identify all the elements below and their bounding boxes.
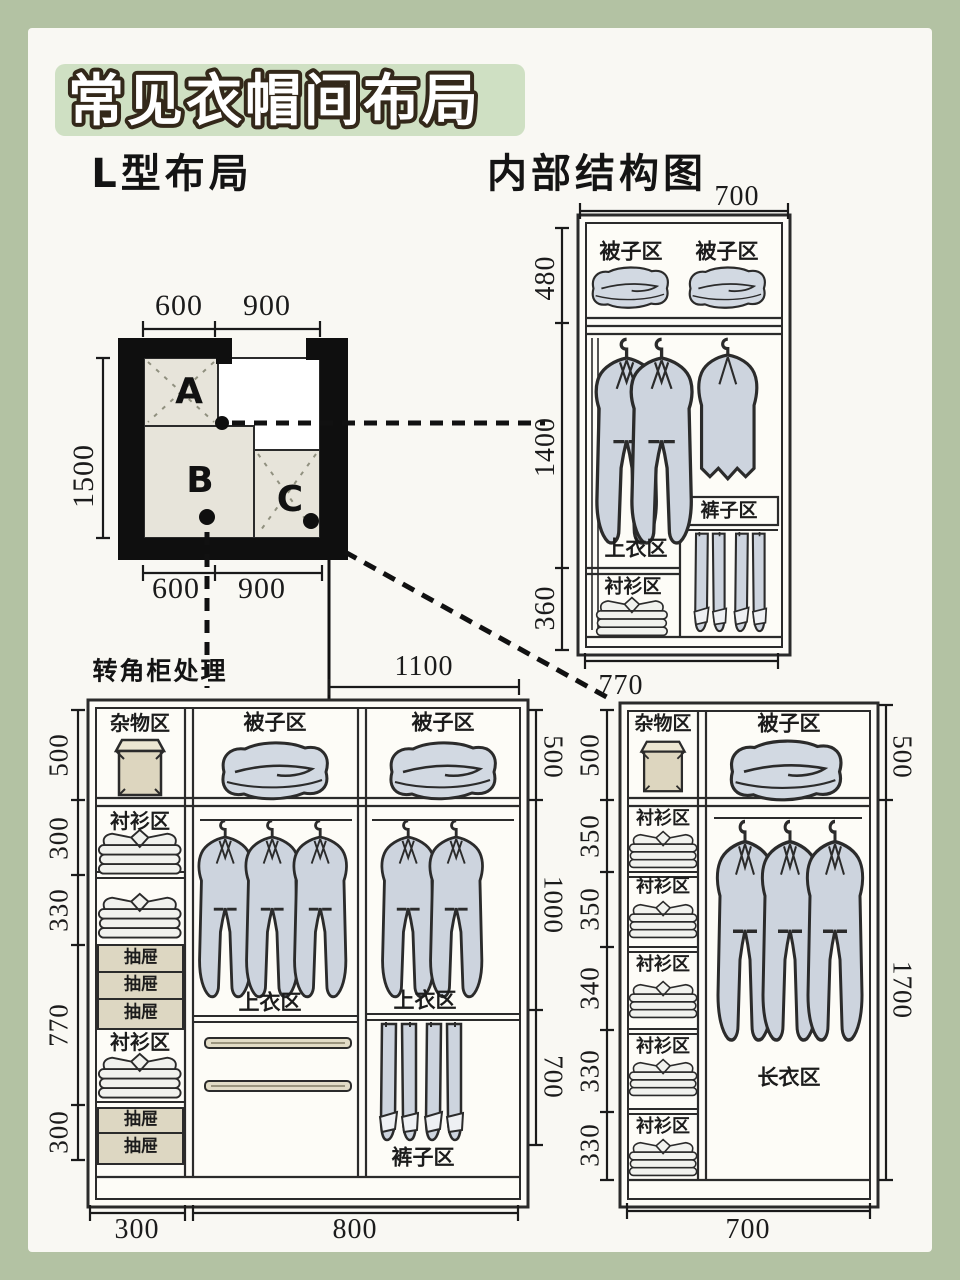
zone-c-label: C [276, 479, 304, 520]
zone-c-dot [303, 513, 319, 529]
title-banner: 常见衣帽间布局 [55, 64, 525, 138]
quilt-icon [389, 741, 497, 801]
label-shirt-zone: 衬衫区 [604, 575, 662, 598]
right-dim-left-350a: 350 [574, 814, 605, 858]
quilt-icon [221, 741, 329, 801]
shirt-stack-icon [595, 596, 668, 637]
zone-b-dot [199, 509, 215, 525]
corner-dim-left-300: 300 [43, 816, 74, 860]
shirt-stack-icon [628, 900, 698, 939]
label-shirt-zone: 衬衫区 [636, 876, 690, 897]
plan-dim-left-1500: 1500 [67, 444, 100, 508]
shirt-stack-icon [628, 1138, 698, 1177]
label-pants-zone: 裤子区 [700, 499, 758, 522]
right-dim-bottom-700: 700 [725, 1214, 771, 1245]
corner-dim-left-500: 500 [43, 733, 74, 777]
corner-dim-bottom-800: 800 [332, 1214, 378, 1245]
shirt-stack-icon [628, 1058, 698, 1097]
label-misc-zone: 杂物区 [110, 711, 170, 735]
label-drawer: 抽屉 [124, 974, 158, 995]
hatch-lines [147, 361, 317, 535]
right-dim-left-330a: 330 [574, 1049, 605, 1093]
pullout-rail-icon [204, 1080, 352, 1092]
right-dim-left-340: 340 [574, 966, 605, 1010]
label-drawer: 抽屉 [124, 1109, 158, 1130]
plan-walls [118, 338, 348, 560]
cabinet-internal-drawing [555, 203, 792, 669]
label-quilt-zone: 被子区 [243, 710, 307, 735]
internal-dim-top: 700 [714, 181, 760, 212]
label-shirt-zone: 衬衫区 [636, 1036, 690, 1057]
shirt-stack-icon [97, 892, 182, 939]
plan-dim-bottom-900: 900 [238, 572, 286, 605]
quilt-icon [729, 739, 843, 802]
corner-dim-left-770: 770 [43, 1003, 74, 1047]
label-quilt-zone: 被子区 [599, 239, 663, 264]
right-dim-right-1700: 1700 [887, 961, 918, 1019]
corner-dim-bottom-300: 300 [114, 1214, 160, 1245]
shirt-stack-icon [628, 830, 698, 869]
plan-dim-top-900: 900 [243, 289, 291, 322]
label-drawer: 抽屉 [124, 1136, 158, 1157]
internal-dim-lines [555, 203, 790, 669]
shirt-stack-icon [97, 1052, 182, 1099]
heading-l-layout: L型布局 [91, 151, 253, 197]
corner-dim-lines [71, 679, 543, 1221]
pullout-rail-icon [204, 1037, 352, 1049]
heading-corner-cabinet: 转角柜处理 [92, 656, 228, 686]
floor-plan-drawing [96, 321, 348, 581]
shirt-stack-icon [628, 980, 698, 1019]
corner-dim-left-300b: 300 [43, 1110, 74, 1154]
connector-lines [204, 420, 614, 703]
internal-dim-360: 360 [530, 585, 561, 631]
zone-a-dot [215, 416, 229, 430]
corner-dim-right-1000: 1000 [538, 876, 569, 934]
right-dim-left-330b: 330 [574, 1123, 605, 1167]
label-quilt-zone: 被子区 [695, 239, 759, 264]
label-pants-zone: 裤子区 [391, 1145, 455, 1170]
plan-dim-bottom-600: 600 [152, 572, 200, 605]
quilt-icon [688, 266, 766, 309]
label-quilt-zone: 被子区 [757, 711, 821, 736]
label-shirt-zone: 衬衫区 [636, 808, 690, 829]
label-tops-zone: 上衣区 [604, 536, 668, 561]
label-shirt-zone: 衬衫区 [110, 809, 170, 833]
drawer-fronts [97, 944, 184, 1165]
plan-dim-lines [96, 321, 324, 581]
right-dim-left-350b: 350 [574, 887, 605, 931]
right-dim-lines [600, 703, 893, 1219]
label-shirt-zone: 衬衫区 [636, 1116, 690, 1137]
label-tops-zone: 上衣区 [238, 990, 302, 1015]
label-tops-zone: 上衣区 [393, 988, 457, 1013]
corner-dim-left-330: 330 [43, 888, 74, 932]
label-quilt-zone: 被子区 [411, 710, 475, 735]
label-drawer: 抽屉 [124, 947, 158, 968]
cabinet-corner-drawing [71, 679, 543, 1221]
corner-dim-right-500: 500 [538, 735, 569, 779]
shirt-stack-icon [97, 828, 182, 875]
right-dim-right-500: 500 [887, 735, 918, 779]
label-misc-zone: 杂物区 [634, 712, 692, 735]
label-shirt-zone: 衬衫区 [636, 954, 690, 975]
corner-dim-top: 1100 [394, 651, 454, 682]
storage-box-icon [114, 738, 166, 797]
cabinet-right-drawing [600, 701, 893, 1219]
internal-dim-bottom: 770 [598, 670, 644, 701]
zone-b-label: B [186, 460, 214, 501]
label-long-clothes-zone: 长衣区 [757, 1065, 821, 1090]
storage-box-icon [640, 740, 686, 793]
right-dim-left-500: 500 [574, 733, 605, 777]
label-shirt-zone: 衬衫区 [110, 1030, 170, 1054]
label-drawer: 抽屉 [124, 1002, 158, 1023]
zone-a-label: A [175, 371, 203, 412]
internal-dim-1400: 1400 [530, 417, 561, 477]
plan-dim-top-600: 600 [155, 289, 203, 322]
corner-dim-right-700: 700 [538, 1055, 569, 1099]
heading-internal-structure: 内部结构图 [487, 151, 707, 197]
quilt-icon [591, 266, 669, 309]
page-title: 常见衣帽间布局 [68, 69, 481, 134]
internal-dim-480: 480 [530, 255, 561, 301]
